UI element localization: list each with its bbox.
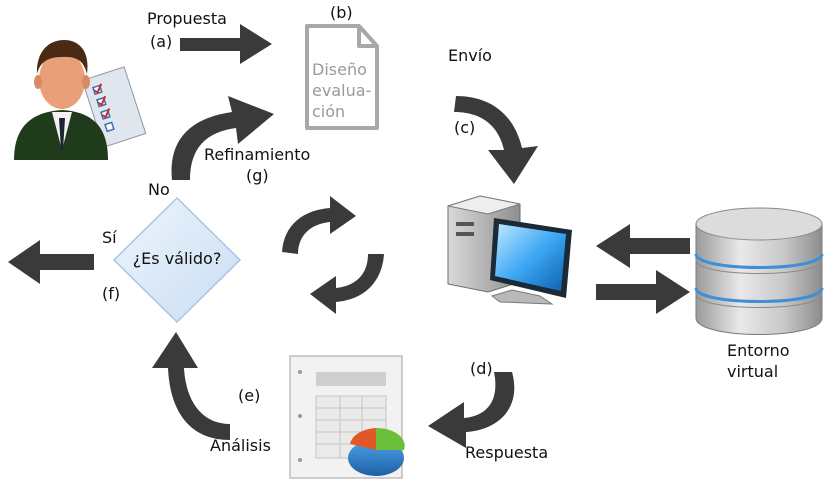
document-line-2: evalua- bbox=[312, 81, 372, 100]
step-f-label: (f) bbox=[102, 284, 121, 303]
analisis-arrow bbox=[152, 332, 230, 440]
document-icon bbox=[305, 24, 379, 130]
step-c-label: (c) bbox=[454, 118, 476, 137]
computer-icon bbox=[447, 195, 572, 305]
step-a-label: (a) bbox=[150, 32, 173, 51]
respuesta-label: Respuesta bbox=[465, 443, 549, 462]
user-with-checklist-icon bbox=[14, 40, 147, 160]
propuesta-arrow bbox=[180, 24, 272, 64]
report-chart-icon bbox=[289, 355, 405, 479]
arrows bbox=[8, 24, 690, 448]
to-computer-arrow bbox=[596, 224, 690, 268]
entorno-label-line2: virtual bbox=[727, 362, 779, 381]
refresh-cycle-icon bbox=[282, 196, 384, 314]
step-e-label: (e) bbox=[238, 386, 261, 405]
propuesta-label: Propuesta bbox=[147, 9, 227, 28]
envio-arrow bbox=[454, 96, 538, 184]
no-label: No bbox=[148, 180, 170, 199]
entorno-label-line1: Entorno bbox=[727, 341, 790, 360]
step-g-label: (g) bbox=[246, 166, 269, 185]
analisis-label: Análisis bbox=[210, 436, 271, 455]
refinamiento-arrow bbox=[171, 96, 274, 180]
to-database-arrow bbox=[596, 270, 690, 314]
step-b-label: (b) bbox=[330, 3, 353, 22]
decision-label: ¿Es válido? bbox=[132, 249, 222, 268]
decision-diamond bbox=[112, 196, 242, 324]
respuesta-arrow bbox=[428, 372, 515, 448]
refinamiento-label: Refinamiento bbox=[204, 145, 311, 164]
si-label: Sí bbox=[102, 228, 117, 247]
envio-label: Envío bbox=[448, 46, 492, 65]
document-line-1: Diseño bbox=[312, 60, 367, 79]
si-arrow bbox=[8, 240, 94, 284]
step-d-label: (d) bbox=[470, 359, 493, 378]
database-icon bbox=[694, 207, 824, 335]
document-line-3: ción bbox=[312, 102, 346, 121]
